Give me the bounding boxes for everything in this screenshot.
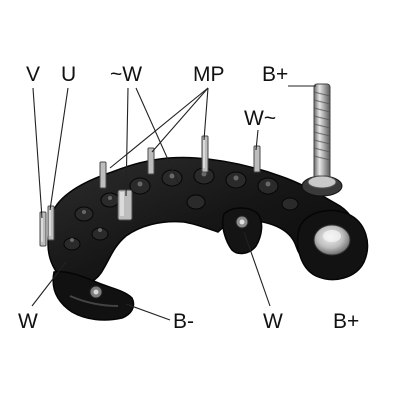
label-u: U (61, 63, 77, 86)
label-w-bottom-mid: W (263, 310, 283, 333)
label-mp: MP (193, 63, 225, 86)
label-b-plus-bottom: B+ (333, 310, 360, 333)
b-plus-bolt (301, 83, 343, 197)
label-w-tilde-left: ~W (110, 63, 143, 86)
diode-cells (63, 167, 299, 251)
label-w-tilde-right: W~ (244, 107, 277, 130)
label-w-bottom-left: W (18, 310, 38, 333)
w-mounting-boss (221, 207, 263, 255)
label-leader-lines (31, 85, 316, 321)
rectifier-board (47, 156, 358, 286)
label-b-minus: B- (173, 310, 194, 333)
label-v: V (26, 63, 41, 86)
label-b-plus-top: B+ (262, 63, 289, 86)
